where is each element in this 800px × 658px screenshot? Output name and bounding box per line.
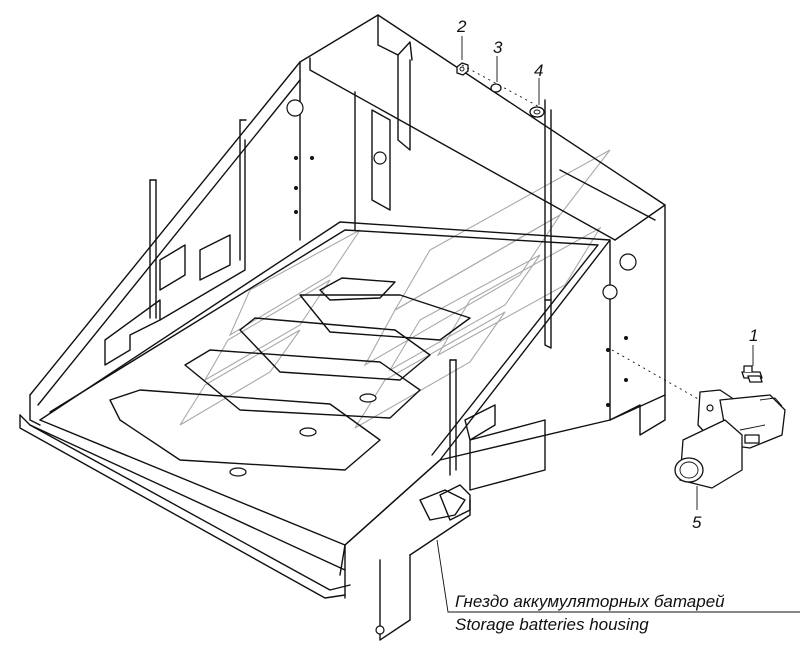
mounting-hole	[286, 99, 304, 117]
mounting-hole	[619, 253, 637, 271]
caption-russian: Гнездо аккумуляторных батарей	[455, 592, 725, 611]
lock-washer-part-3	[490, 83, 502, 93]
bolt-part-1	[741, 365, 763, 383]
mounting-hole	[602, 284, 618, 300]
part-number-3: 3	[493, 38, 503, 57]
part-number-4: 4	[534, 61, 543, 80]
back-wall	[286, 14, 666, 436]
front-flange	[19, 414, 351, 599]
flat-washer-part-4	[529, 106, 545, 118]
relay-switch-part-5	[674, 389, 786, 489]
watermark-logo	[179, 149, 611, 429]
hardware-parts	[456, 62, 786, 489]
right-side-panel	[339, 99, 666, 641]
tray-floor	[39, 221, 611, 546]
nut-part-2	[456, 62, 469, 76]
part-number-5: 5	[692, 513, 702, 532]
part-number-1: 1	[749, 326, 758, 345]
assembly-lines	[461, 64, 701, 401]
mounting-hole	[373, 151, 387, 165]
caption-english: Storage batteries housing	[455, 615, 649, 634]
leader-lines	[436, 36, 800, 613]
left-side-wall	[29, 61, 301, 426]
part-number-2: 2	[456, 17, 467, 36]
